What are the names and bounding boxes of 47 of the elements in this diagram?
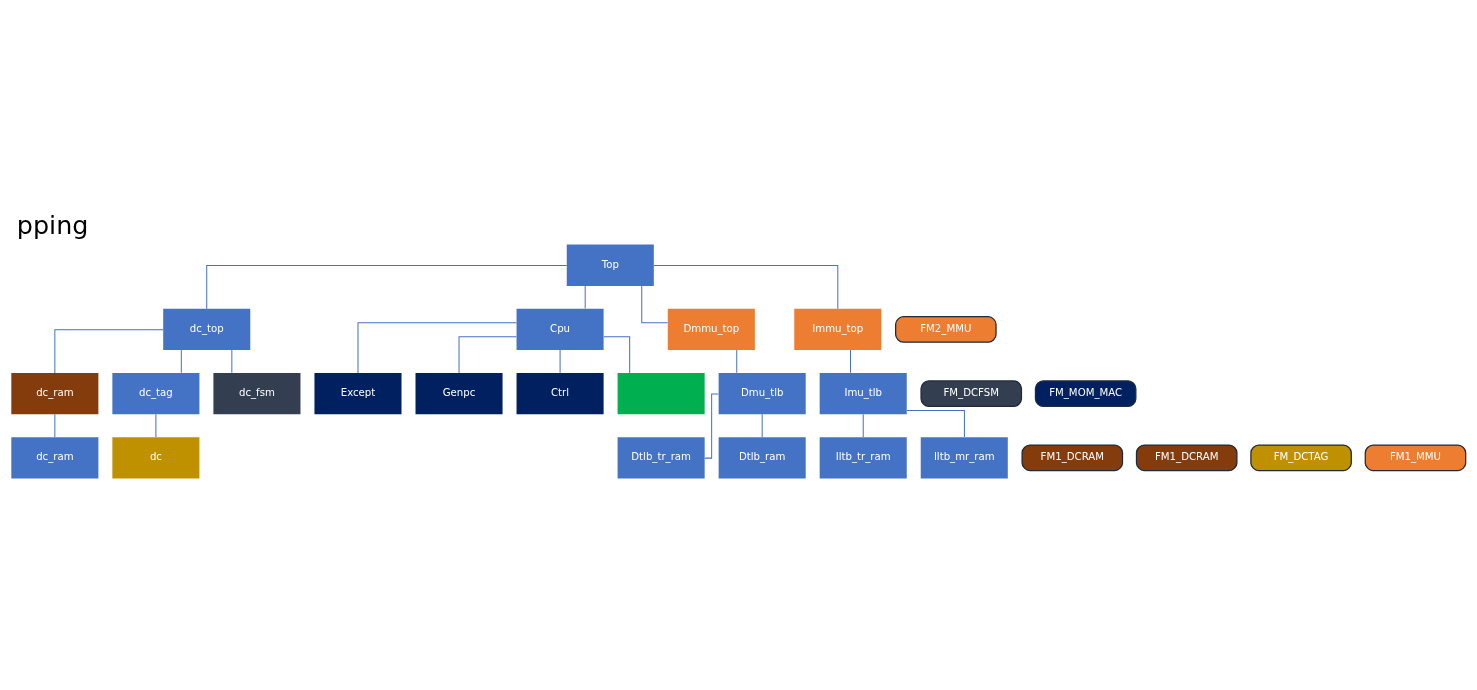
node-box: dc_top xyxy=(163,308,251,351)
node-box: dc_tag xyxy=(112,372,200,415)
node-box: FM_DCTAG xyxy=(1250,444,1352,472)
connector xyxy=(761,413,763,438)
connector xyxy=(736,349,738,374)
connector xyxy=(906,409,965,438)
node-box: FM1_DCRAM xyxy=(1135,444,1238,472)
node-box: dc_ram xyxy=(11,372,99,415)
node-box: Dmu_tlb xyxy=(718,372,806,415)
connector xyxy=(850,349,851,374)
connector xyxy=(584,285,586,310)
connector xyxy=(231,349,233,374)
connector xyxy=(641,285,669,324)
node-box: dc_fsm xyxy=(213,372,301,415)
node-box: Iltb_tr_ram xyxy=(819,437,907,479)
node-box: FM2_MMU xyxy=(895,316,997,343)
node-box: Genpc xyxy=(415,372,503,415)
diagram-title: pping xyxy=(16,210,89,241)
node-box: Dtlb_ram xyxy=(718,437,806,479)
connector xyxy=(206,265,568,310)
node-box xyxy=(617,372,705,415)
node-box: Iltb_mr_ram xyxy=(920,437,1008,479)
node-box: Ctrl xyxy=(516,372,604,415)
node-box: dc_ram xyxy=(11,437,99,479)
node-box: Except xyxy=(314,372,402,415)
connector xyxy=(653,265,839,310)
node-box: FM_DCFSM xyxy=(920,380,1023,407)
connector xyxy=(54,329,164,374)
connector xyxy=(54,413,56,438)
connector xyxy=(357,322,517,374)
node-box: Top xyxy=(566,244,654,286)
connector xyxy=(704,393,719,459)
node-box: FM1_MMU xyxy=(1364,444,1467,472)
connector xyxy=(603,336,631,374)
node-box: Immu_top xyxy=(794,308,882,351)
node-box: Imu_tlb xyxy=(819,372,907,415)
node-box: Cpu xyxy=(516,308,604,351)
node-box: Dmmu_top xyxy=(667,308,755,351)
node-box: Dtlb_tr_ram xyxy=(617,437,705,479)
node-box: dc xyxy=(112,437,200,479)
connector xyxy=(559,349,561,374)
connector xyxy=(862,413,864,438)
connector xyxy=(458,336,517,374)
node-box: FM1_DCRAM xyxy=(1021,444,1124,472)
connector xyxy=(180,349,182,374)
node-box: FM_MOM_MAC xyxy=(1034,380,1137,407)
connector xyxy=(155,413,157,438)
